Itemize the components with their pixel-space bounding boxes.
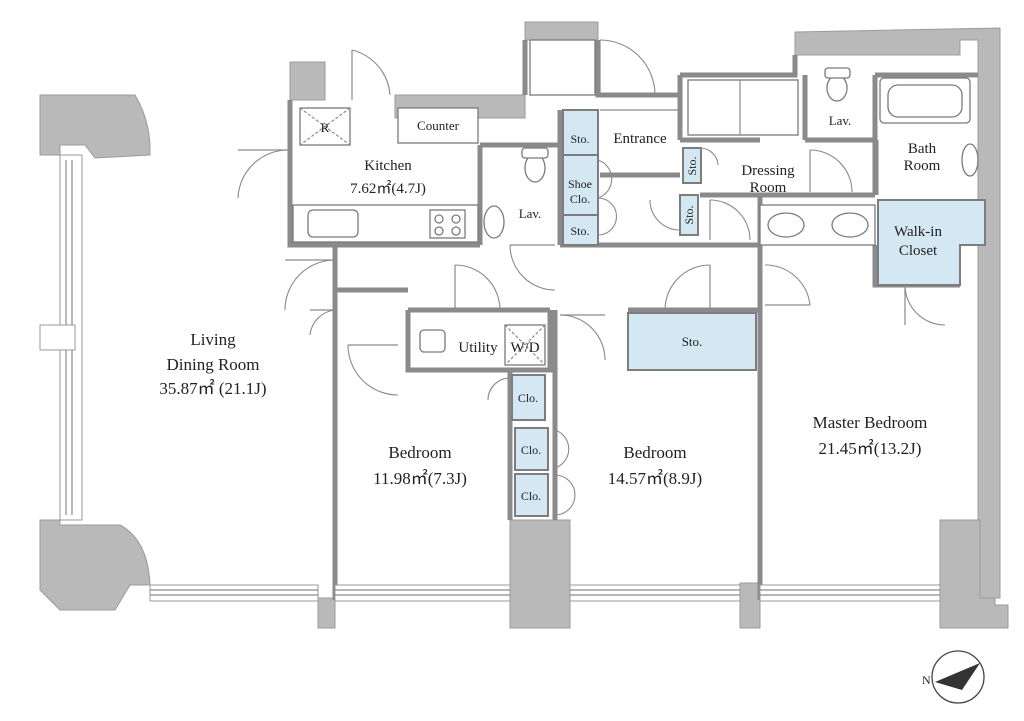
sto-hall xyxy=(627,312,757,371)
kitchen-area: 7.62㎡(4.7J) xyxy=(350,180,426,197)
bedroom2-label: Bedroom xyxy=(623,443,686,462)
basin-icon-1 xyxy=(767,212,805,238)
counter xyxy=(397,107,479,144)
clo-3-label: Clo. xyxy=(521,489,541,503)
lav-entrance-label: Lav. xyxy=(519,206,542,221)
entrance-label: Entrance xyxy=(613,131,667,147)
master-label: Master Bedroom xyxy=(813,413,928,432)
shoe-clo-label-1: Shoe xyxy=(568,177,592,191)
labels: Living Dining Room 35.87㎡ (21.1J) Kitche… xyxy=(159,113,942,503)
sto-top xyxy=(562,109,599,156)
walkin-label-1: Walk-in xyxy=(894,224,942,240)
kitchen-label: Kitchen xyxy=(364,158,412,174)
storage-areas xyxy=(511,109,986,517)
clo-2-label: Clo. xyxy=(521,443,541,457)
bedroom2-area: 14.57㎡(8.9J) xyxy=(608,469,702,488)
walk-in-closet xyxy=(877,199,986,286)
sink-icon xyxy=(307,209,359,238)
shoe-closet xyxy=(562,154,599,216)
dressing-label-2: Room xyxy=(750,180,787,196)
windows xyxy=(39,154,941,602)
sto-small-2-label: Sto. xyxy=(682,205,696,224)
toilet-icon-master xyxy=(826,74,848,102)
entrance-cabinet xyxy=(529,39,596,96)
bedroom1-label: Bedroom xyxy=(388,443,451,462)
dressing-cabinet xyxy=(687,79,799,136)
doors xyxy=(237,39,946,516)
structural-walls xyxy=(39,21,1009,629)
master-area: 21.45㎡(13.2J) xyxy=(819,439,922,458)
clo-2 xyxy=(514,427,549,471)
walkin-label-2: Closet xyxy=(899,243,938,259)
clo-3 xyxy=(514,473,549,517)
clo-1-label: Clo. xyxy=(518,391,538,405)
sto-small-2 xyxy=(679,194,699,236)
compass-icon: N xyxy=(922,650,985,704)
shoe-clo-label-2: Clo. xyxy=(570,192,590,206)
compass-label: N xyxy=(922,673,931,687)
sto-top-label: Sto. xyxy=(570,132,589,146)
sto-bottom xyxy=(562,214,599,246)
refrigerator-label: R xyxy=(321,120,330,135)
bath-label-1: Bath xyxy=(908,141,937,157)
bedroom1-area: 11.98㎡(7.3J) xyxy=(373,469,467,488)
living-label-1: Living xyxy=(190,330,236,349)
washer-label: W/D xyxy=(510,340,539,356)
living-label-2: Dining Room xyxy=(166,355,259,374)
stove-icon xyxy=(429,209,466,239)
sto-small-1 xyxy=(682,147,702,184)
counter-label: Counter xyxy=(417,118,460,133)
utility-sink-icon xyxy=(419,329,446,353)
basin-icon-2 xyxy=(831,212,869,238)
sto-bottom-label: Sto. xyxy=(570,224,589,238)
lav-master-label: Lav. xyxy=(829,113,852,128)
fixtures xyxy=(292,39,979,366)
clo-1 xyxy=(511,374,546,421)
sto-small-1-label: Sto. xyxy=(685,156,699,175)
bath-label-2: Room xyxy=(904,158,941,174)
walls xyxy=(287,40,978,600)
sto-hall-label: Sto. xyxy=(682,334,703,349)
living-area: 35.87㎡ (21.1J) xyxy=(159,379,266,398)
washbasin-icon xyxy=(483,205,505,239)
utility-label: Utility xyxy=(458,340,498,356)
dressing-label-1: Dressing xyxy=(741,163,795,179)
